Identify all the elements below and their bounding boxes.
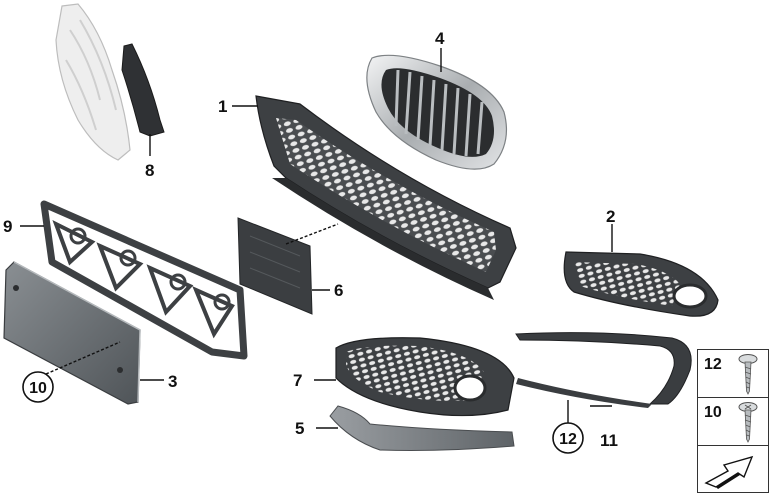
- callout-9: 9: [3, 217, 12, 236]
- callout-2: 2: [606, 207, 615, 226]
- callout-11: 11: [600, 431, 618, 450]
- fastener-legend: 12 10: [697, 349, 769, 493]
- part-8-bracket: [121, 43, 165, 137]
- screw-icon: [738, 354, 758, 395]
- callout-10: 10: [29, 380, 47, 397]
- part-4-kidney-grille: [366, 54, 507, 170]
- legend-row-10: 10: [698, 398, 768, 446]
- part-8-cover: [55, 3, 131, 161]
- part-5-strip: [329, 405, 515, 451]
- callout-8: 8: [145, 161, 154, 180]
- callout-4: 4: [435, 29, 445, 48]
- callout-12: 12: [559, 431, 577, 448]
- part-1-grille: [255, 95, 517, 300]
- legend-row-12: 12: [698, 350, 768, 398]
- part-6-cover-plate: [237, 217, 313, 315]
- callout-10-circle: [22, 371, 54, 403]
- leader-lines: [20, 48, 613, 429]
- callout-12-circle: [552, 422, 584, 454]
- legend-number: 10: [704, 404, 722, 421]
- part-3-plate-base: [3, 261, 141, 405]
- callout-3: 3: [168, 372, 177, 391]
- part-2-side-grille: [563, 251, 719, 317]
- callout-7: 7: [293, 371, 302, 390]
- arrow-icon: [704, 455, 754, 489]
- legend-number: 12: [704, 356, 722, 373]
- part-7-side-grille: [335, 337, 515, 417]
- part-11-trim: [515, 332, 692, 408]
- callout-6: 6: [334, 281, 343, 300]
- torx-screw-icon: [738, 402, 758, 443]
- legend-row-arrow: [698, 446, 768, 494]
- callout-5: 5: [295, 419, 304, 438]
- part-9-carrier: [40, 200, 248, 360]
- callout-1: 1: [218, 97, 227, 116]
